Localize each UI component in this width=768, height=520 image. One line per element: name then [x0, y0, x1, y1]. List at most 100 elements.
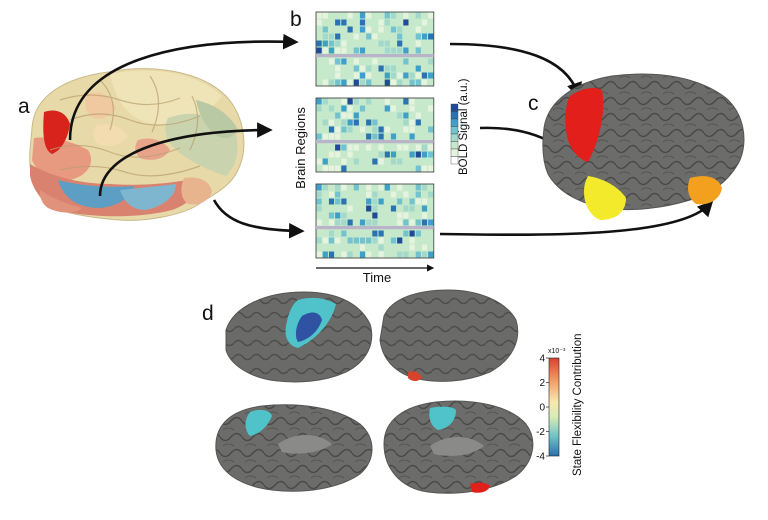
matrix-cell: [378, 26, 384, 33]
matrix-cell: [366, 72, 372, 79]
matrix-cell: [328, 230, 335, 237]
matrix-cell: [428, 26, 434, 33]
matrix-cell: [397, 12, 403, 19]
matrix-cell: [372, 119, 378, 126]
matrix-cell: [403, 98, 409, 105]
matrix-cell: [384, 198, 390, 205]
matrix-cell: [366, 126, 372, 133]
matrix-cell: [328, 144, 335, 151]
matrix-cell: [366, 112, 372, 119]
matrix-cell: [378, 244, 384, 251]
matrix-cell: [341, 198, 347, 205]
matrix-cell: [403, 133, 409, 140]
matrix-cell: [384, 72, 390, 79]
matrix-cell: [366, 251, 372, 258]
matrix-cell: [328, 105, 335, 112]
matrix-cell: [390, 151, 397, 158]
matrix-cell: [397, 98, 403, 105]
matrix-cell: [397, 230, 403, 237]
matrix-cell: [409, 251, 415, 258]
matrix-cell: [353, 191, 359, 198]
matrix-cell: [421, 112, 428, 119]
matrix-cell: [378, 165, 384, 172]
matrix-cell: [316, 151, 322, 158]
matrix-cell: [341, 12, 347, 19]
matrix-cell: [353, 158, 359, 165]
matrix-cell: [322, 40, 328, 47]
matrix-cell: [316, 230, 322, 237]
matrix-cell: [390, 144, 397, 151]
matrix-cell: [347, 212, 353, 219]
matrix-cell: [322, 237, 328, 244]
matrix-cell: [397, 251, 403, 258]
matrix-cell: [335, 105, 341, 112]
matrix-cell: [428, 79, 434, 86]
matrix-cell: [403, 119, 409, 126]
matrix-cell: [384, 79, 390, 86]
matrix-cell: [316, 65, 322, 72]
matrix-cell: [403, 79, 409, 86]
matrix-cell: [372, 212, 378, 219]
matrix-cell: [409, 12, 415, 19]
matrix-cell: [403, 105, 409, 112]
matrix-cell: [421, 205, 428, 212]
matrix-cell: [353, 133, 359, 140]
matrix-cell: [409, 237, 415, 244]
matrix-cell: [366, 158, 372, 165]
matrix-cell: [378, 12, 384, 19]
matrix-cell: [397, 198, 403, 205]
matrix-cell: [366, 58, 372, 65]
matrix-cell: [359, 33, 366, 40]
matrix-cell: [316, 237, 322, 244]
matrix-cell: [366, 79, 372, 86]
matrix-cell: [428, 230, 434, 237]
matrix-cell: [384, 158, 390, 165]
matrix-cell: [335, 184, 341, 191]
matrix-cell: [359, 79, 366, 86]
matrix-cell: [366, 119, 372, 126]
matrix-cell: [328, 212, 335, 219]
matrix-cell: [335, 251, 341, 258]
brain-medial-left: [215, 404, 373, 492]
matrix-cell: [384, 12, 390, 19]
matrix-cell: [335, 151, 341, 158]
matrix-cell: [347, 165, 353, 172]
matrix-cell: [415, 219, 421, 226]
matrix-cell: [421, 58, 428, 65]
matrix-cell: [428, 158, 434, 165]
matrix-cell: [335, 98, 341, 105]
matrix-cell: [316, 19, 322, 26]
bold-legend: [450, 103, 459, 165]
arrow-a-to-b3: [212, 199, 305, 239]
matrix-cell: [341, 65, 347, 72]
matrix-cell: [353, 112, 359, 119]
matrix-cell: [397, 191, 403, 198]
matrix-cell: [347, 144, 353, 151]
matrix-cell: [328, 79, 335, 86]
matrix-cell: [378, 72, 384, 79]
matrix-cell: [421, 251, 428, 258]
matrix-cell: [384, 251, 390, 258]
matrix-cell: [359, 165, 366, 172]
matrix-cell: [403, 12, 409, 19]
matrix-cell: [390, 212, 397, 219]
matrix-cell: [390, 47, 397, 54]
matrix-cell: [316, 33, 322, 40]
matrix-cell: [372, 191, 378, 198]
matrix-cell: [397, 33, 403, 40]
matrix-cell: [322, 244, 328, 251]
matrix-cell: [415, 105, 421, 112]
matrix-cell: [335, 19, 341, 26]
matrix-cell: [353, 126, 359, 133]
matrix-cell: [322, 79, 328, 86]
colorbar-tick-label: 4: [539, 354, 545, 365]
matrix-cell: [341, 230, 347, 237]
matrix-cell: [372, 205, 378, 212]
matrix-cell: [359, 105, 366, 112]
brain-lateral-right: [379, 289, 519, 382]
matrix-cell: [366, 165, 372, 172]
matrix-cell: [347, 119, 353, 126]
matrix-cell: [378, 144, 384, 151]
matrix-cell: [366, 184, 372, 191]
matrix-separator: [316, 226, 434, 230]
